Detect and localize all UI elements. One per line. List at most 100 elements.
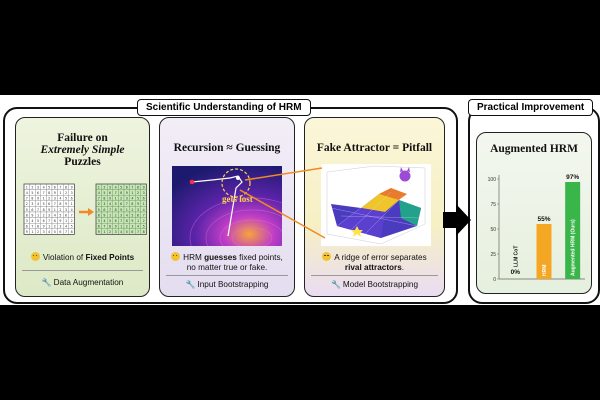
grid-digit: 3	[59, 225, 61, 229]
grid-digit: 1	[26, 185, 28, 189]
grid-digit: 8	[31, 197, 33, 201]
loss-landscape-trajectory: gets lost	[172, 166, 282, 246]
y-tick-label: 0	[493, 277, 496, 283]
grid-digit: 9	[131, 219, 133, 223]
grid-digit: 3	[98, 219, 100, 223]
grid-digit: 5	[37, 219, 39, 223]
panel-fake-attractor: Fake Attractor = Pitfall A ridge of erro…	[304, 117, 445, 297]
grid-digit: 8	[65, 185, 67, 189]
grid-digit: 5	[71, 225, 73, 229]
grid-digit: 5	[48, 185, 50, 189]
grid-digit: 4	[54, 213, 56, 217]
grid-digit: 6	[103, 208, 105, 212]
grid-digit: 7	[26, 197, 28, 201]
bar	[565, 182, 581, 279]
grid-digit: 8	[137, 185, 139, 189]
grid-digit: 9	[126, 191, 128, 195]
grid-digit: 9	[59, 219, 61, 223]
grid-digit: 2	[26, 202, 28, 206]
y-tick-label: 25	[490, 252, 496, 258]
grid-digit: 4	[131, 197, 133, 201]
grid-digit: 2	[137, 191, 139, 195]
grid-digit: 1	[43, 197, 45, 201]
grid-digit: 3	[26, 219, 28, 223]
grid-digit: 6	[137, 213, 139, 217]
sad-face-icon	[30, 252, 40, 261]
wrench-icon: 🔧	[185, 280, 196, 289]
grid-digit: 4	[43, 185, 45, 189]
grid-digit: 1	[37, 213, 39, 217]
bar-value-label: 97%	[566, 174, 579, 181]
grid-digit: 1	[103, 230, 105, 234]
grid-digit: 4	[65, 225, 67, 229]
grid-digit: 8	[109, 225, 111, 229]
grid-digit: 7	[48, 219, 50, 223]
error-surface-3d	[321, 164, 431, 246]
grid-border	[23, 183, 75, 235]
grid-digit: 2	[65, 191, 67, 195]
grid-digit: 8	[126, 219, 128, 223]
grid-digit: 7	[59, 185, 61, 189]
wrench-icon: 🔧	[41, 278, 52, 287]
grid-digit: 1	[120, 225, 122, 229]
grid-digit: 8	[98, 213, 100, 217]
grid-digit: 8	[115, 208, 117, 212]
y-tick-label: 50	[490, 227, 496, 233]
gets-lost-label: gets lost	[222, 194, 253, 204]
grid-digit: 3	[143, 191, 145, 195]
grid-digit: 5	[131, 213, 133, 217]
grid-digit: 2	[109, 230, 111, 234]
category-label: Augmented HRM (Ours)	[571, 219, 577, 276]
grid-digit: 9	[48, 208, 50, 212]
grid-digit: 7	[71, 213, 73, 217]
grid-digit: 7	[109, 208, 111, 212]
grid-digit: 7	[137, 230, 139, 234]
grid-digit: 1	[59, 191, 61, 195]
grid-digit: 5	[143, 225, 145, 229]
grid-digit: 7	[54, 202, 56, 206]
panel4-title: Augmented HRM	[490, 143, 578, 155]
practical-improvement-title: Practical Improvement	[468, 99, 594, 116]
bar-value-label: 55%	[537, 216, 550, 223]
grid-digit: 5	[31, 191, 33, 195]
grid-digit: 5	[137, 197, 139, 201]
grid-digit: 2	[43, 213, 45, 217]
panel3-footer: 🔧Model Bootstrapping	[330, 280, 419, 289]
grid-digit: 2	[131, 208, 133, 212]
grid-digit: 5	[109, 219, 111, 223]
grid-digit: 7	[65, 230, 67, 234]
grid-digit: 2	[48, 197, 50, 201]
grid-digit: 1	[115, 197, 117, 201]
grid-digit: 6	[131, 230, 133, 234]
grid-digit: 5	[59, 213, 61, 217]
panel1-footer: 🔧Data Augmentation	[41, 278, 124, 287]
panel2-body: HRM guesses fixed points, no matter true…	[164, 252, 290, 274]
grid-digit: 2	[120, 197, 122, 201]
grid-digit: 1	[126, 208, 128, 212]
grid-digit: 1	[109, 213, 111, 217]
panel1-divider	[22, 270, 143, 271]
grid-digit: 6	[59, 230, 61, 234]
grid-digit: 6	[115, 219, 117, 223]
panel3-divider	[311, 275, 438, 276]
grid-digit: 6	[126, 185, 128, 189]
grid-digit: 9	[98, 230, 100, 234]
grid-digit: 8	[103, 197, 105, 201]
grid-digit: 9	[137, 202, 139, 206]
grid-digit: 4	[71, 208, 73, 212]
grid-digit: 7	[143, 213, 145, 217]
grid-digit: 8	[26, 213, 28, 217]
grid-digit: 6	[48, 202, 50, 206]
grid-digit: 5	[126, 230, 128, 234]
grid-digit: 4	[115, 185, 117, 189]
grid-digit: 4	[98, 191, 100, 195]
grid-digit: 4	[37, 202, 39, 206]
grid-digit: 9	[103, 213, 105, 217]
sad-face-icon	[171, 252, 181, 261]
panel3-title: Fake Attractor = Pitfall	[316, 142, 433, 154]
grid-digit: 9	[143, 185, 145, 189]
grid-digit: 1	[31, 230, 33, 234]
grid-digit: 6	[65, 213, 67, 217]
